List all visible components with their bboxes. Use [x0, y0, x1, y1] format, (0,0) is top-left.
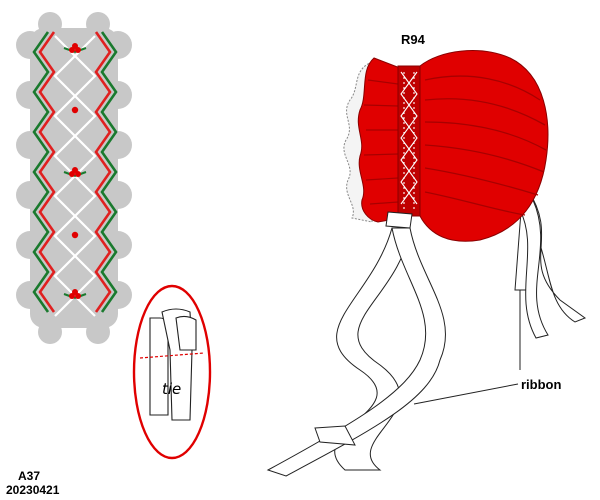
band-smocking-stitches [400, 71, 418, 210]
date-label: 20230421 [6, 483, 60, 497]
left-zigzag-green [32, 31, 50, 313]
model-code-label: R94 [401, 32, 426, 47]
bonnet-illustration [266, 50, 587, 477]
ribbon-leader [413, 290, 521, 405]
bullion-dot-1 [71, 106, 79, 114]
ribbon-ties [266, 184, 587, 477]
left-zigzag-red [38, 31, 56, 313]
crown-gathers [424, 75, 547, 216]
tie-detail-callout: tie [132, 284, 212, 460]
right-zigzag-green [100, 31, 118, 313]
flower-motif-2 [63, 167, 87, 177]
stitch-line [139, 352, 205, 359]
ribbon-label: ribbon [521, 377, 561, 392]
flower-motif-1 [63, 43, 87, 53]
tie-label: tie [162, 380, 181, 398]
bullion-dot-2 [71, 231, 79, 239]
neck-band [385, 211, 413, 229]
bonnet-brim [357, 57, 401, 223]
right-zigzag-red [94, 31, 112, 313]
sheet-code-label: A37 [18, 469, 40, 483]
smocking-pattern-panel [16, 12, 132, 344]
tie-loop-sketch [149, 308, 197, 421]
brim-gathers [363, 79, 399, 205]
flower-motif-3 [63, 289, 87, 299]
